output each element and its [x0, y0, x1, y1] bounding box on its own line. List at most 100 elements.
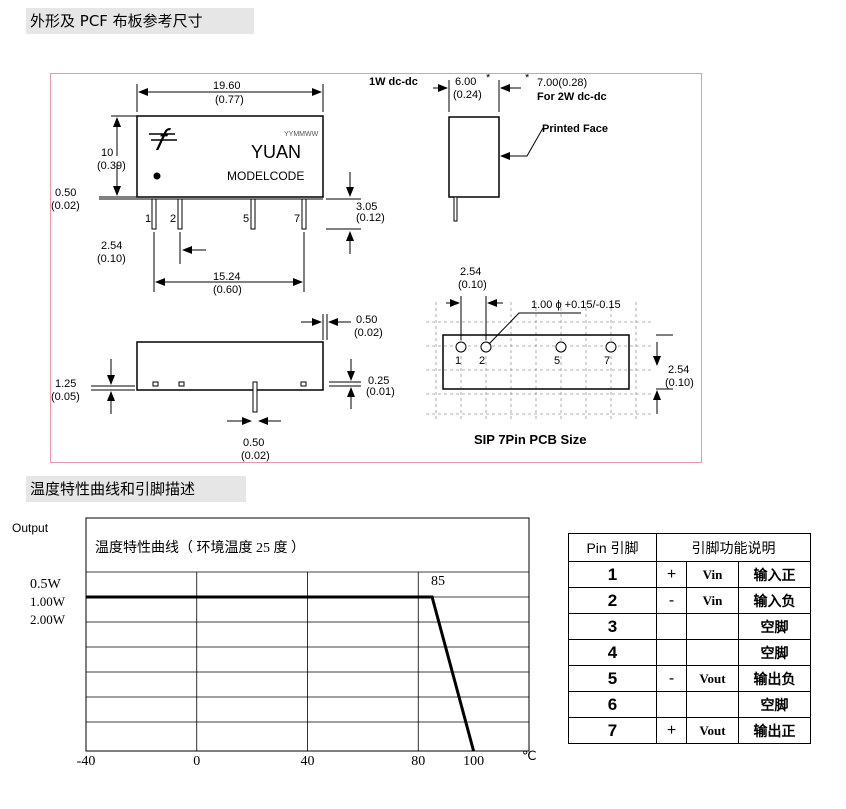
- header-pin: Pin 引脚: [568, 533, 657, 562]
- front-height-in: (0.39): [97, 160, 126, 172]
- x-tick-label: 0: [193, 754, 200, 769]
- table-row: 2 - Vin 输入负: [568, 587, 811, 614]
- pin-number: 7: [568, 717, 657, 744]
- pin-number: 3: [568, 613, 657, 640]
- pin-number: 5: [568, 665, 657, 692]
- table-row: 4 空脚: [568, 639, 811, 666]
- header-function: 引脚功能说明: [656, 533, 811, 562]
- model-code: MODELCODE: [227, 169, 304, 183]
- x-tick-label: 40: [301, 754, 315, 769]
- pcb-hole-spec: 1.00 ϕ +0.15/-0.15: [531, 299, 621, 311]
- pcb-pin-label-5: 5: [554, 355, 560, 367]
- x-unit-label: ℃: [522, 748, 537, 763]
- pcb-outline: [442, 334, 630, 390]
- x-tick-label: -40: [77, 754, 96, 769]
- pin-sign: -: [656, 587, 687, 614]
- table-header-row: Pin 引脚 引脚功能说明: [568, 533, 811, 562]
- chart-title: 温度特性曲线（ 环境温度 25 度 ）: [95, 540, 305, 556]
- y-tick-label: 0.5W: [30, 577, 62, 592]
- side-star-1: *: [486, 74, 491, 84]
- pin-span-in: (0.60): [213, 284, 242, 296]
- pin-function: 空脚: [738, 691, 811, 718]
- front-offset-in: (0.02): [51, 200, 80, 212]
- pin-voltage: Vout: [686, 717, 739, 744]
- pin-voltage: [686, 613, 739, 640]
- pin-function: 空脚: [738, 613, 811, 640]
- outline-section-title: 外形及 PCF 布板参考尺寸: [26, 8, 254, 34]
- pin-function: 输出负: [738, 665, 811, 692]
- pin-description-table: Pin 引脚 引脚功能说明 1 + Vin 输入正 2 - Vin 输入负 3 …: [568, 533, 811, 744]
- printed-face-label: Printed Face: [542, 123, 608, 135]
- curve-section-title: 温度特性曲线和引脚描述: [26, 476, 246, 502]
- front-width-mm: 19.60: [213, 80, 241, 92]
- front-pin-label-1: 1: [145, 213, 151, 225]
- pcb-pitch-mm: 2.54: [460, 266, 481, 278]
- y-tick-label: 1.00W: [30, 594, 66, 609]
- front-offset-mm: 0.50: [55, 187, 76, 199]
- y-tick-label: 2.00W: [30, 612, 66, 627]
- x-tick-label: 80: [411, 754, 425, 769]
- pcb-caption: SIP 7Pin PCB Size: [474, 432, 586, 447]
- pin-voltage: Vin: [686, 561, 739, 588]
- module-body-bottom: [136, 341, 324, 391]
- pin-voltage: [686, 639, 739, 666]
- pin-sign: -: [656, 665, 687, 692]
- side-1w-label: 1W dc-dc: [369, 76, 418, 88]
- date-code: YYMMWW: [284, 131, 319, 138]
- pin-function: 空脚: [738, 639, 811, 666]
- pin1-marker-dot: [153, 172, 161, 180]
- pin-thickness-mm: 0.25: [368, 375, 389, 387]
- front-width-in: (0.77): [215, 94, 244, 106]
- table-row: 1 + Vin 输入正: [568, 561, 811, 588]
- pin-voltage: [686, 691, 739, 718]
- pin-sign: +: [656, 561, 687, 588]
- pcb-row-in: (0.10): [665, 377, 694, 389]
- chart-ylabel: Output: [12, 521, 49, 535]
- pin-length-in: (0.12): [356, 212, 385, 224]
- pin-thickness-in: (0.01): [366, 386, 395, 398]
- pcb-row-mm: 2.54: [668, 364, 689, 376]
- front-pin-label-7: 7: [294, 213, 300, 225]
- pin-diameter-in: (0.02): [241, 450, 270, 462]
- brand-name: YUAN: [251, 142, 301, 162]
- bottom-pin-width-in: (0.02): [354, 327, 383, 339]
- side-2w-label: For 2W dc-dc: [537, 91, 607, 103]
- bottom-pin-width-mm: 0.50: [356, 314, 377, 326]
- pin-voltage: Vin: [686, 587, 739, 614]
- pin-voltage: Vout: [686, 665, 739, 692]
- table-row: 6 空脚: [568, 691, 811, 718]
- standoff-in: (0.05): [51, 391, 80, 403]
- x-tick-label: 100: [463, 754, 484, 769]
- chart-annotation: 85: [431, 574, 445, 589]
- pin-sign: [656, 691, 687, 718]
- front-pitch-mm: 2.54: [101, 240, 122, 252]
- side-2w-thick: 7.00(0.28): [537, 77, 587, 89]
- pin-sign: [656, 639, 687, 666]
- front-pitch-in: (0.10): [97, 253, 126, 265]
- pin-sign: [656, 613, 687, 640]
- pcb-pin-label-7: 7: [604, 355, 610, 367]
- pin-function: 输入负: [738, 587, 811, 614]
- pin-number: 1: [568, 561, 657, 588]
- pin-sign: +: [656, 717, 687, 744]
- pin-number: 4: [568, 639, 657, 666]
- front-pin-label-2: 2: [170, 213, 176, 225]
- pcb-pin-label-1: 1: [455, 355, 461, 367]
- side-star-2: *: [525, 74, 530, 84]
- pin-diameter-mm: 0.50: [243, 437, 264, 449]
- pin-function: 输出正: [738, 717, 811, 744]
- temperature-curve-svg: Output 温度特性曲线（ 环境温度 25 度 ） 0.5W 1.00W 2.00…: [12, 517, 537, 769]
- pcb-pitch-in: (0.10): [458, 279, 487, 291]
- pin-number: 6: [568, 691, 657, 718]
- side-1w-thick-in: (0.24): [453, 89, 482, 101]
- table-row: 7 + Vout 输出正: [568, 717, 811, 744]
- table-row: 5 - Vout 输出负: [568, 665, 811, 692]
- pcb-pin-label-2: 2: [479, 355, 485, 367]
- standoff-mm: 1.25: [55, 378, 76, 390]
- module-body-front: [136, 115, 324, 198]
- temperature-curve: Output 温度特性曲线（ 环境温度 25 度 ） 0.5W 1.00W 2.00…: [0, 510, 560, 780]
- front-height-mm: 10: [101, 147, 113, 159]
- pin-length-mm: 3.05: [356, 201, 377, 213]
- pin-span-mm: 15.24: [213, 271, 241, 283]
- module-body-side: [448, 116, 500, 198]
